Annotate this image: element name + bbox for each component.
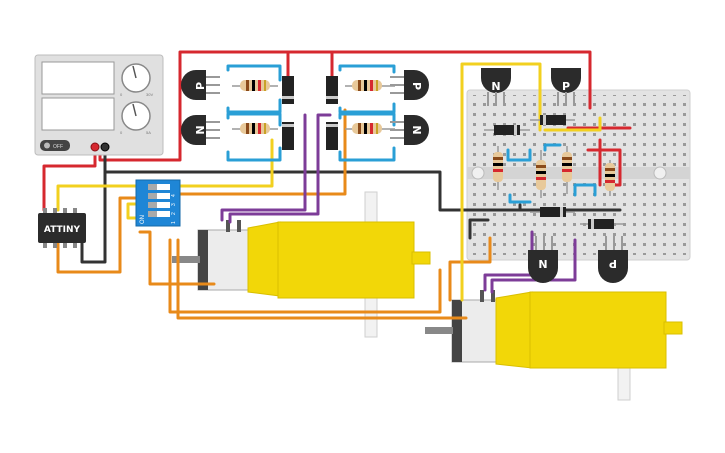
transistor-bb-top-n[interactable]: N <box>481 68 511 106</box>
dip-number: 2 <box>171 212 177 215</box>
resistor-left-top[interactable] <box>232 80 278 91</box>
transistor-label: P <box>609 257 617 270</box>
diode-left-top[interactable] <box>282 76 294 104</box>
negative-terminal[interactable] <box>100 142 110 152</box>
transistor-left-n[interactable]: N <box>181 115 220 145</box>
current-display <box>41 97 115 131</box>
diode-bb-3[interactable] <box>530 207 575 217</box>
dip-slot[interactable] <box>148 211 170 217</box>
diode-bb-1[interactable] <box>484 125 530 135</box>
wires-black <box>80 146 622 264</box>
voltage-display <box>41 61 115 95</box>
transistor-label: P <box>410 82 423 90</box>
diode-bb-2[interactable] <box>530 115 575 125</box>
dip-slot[interactable] <box>148 193 170 199</box>
wires-blue <box>226 64 597 204</box>
dip-number: 1 <box>171 221 177 224</box>
knob-label: 30V <box>146 92 153 97</box>
dc-motor-left[interactable] <box>172 191 431 338</box>
transistor-label: N <box>538 258 547 271</box>
knob-label: 0 <box>120 92 123 97</box>
transistor-label: N <box>410 125 423 134</box>
transistor-left-p[interactable]: P <box>181 70 220 100</box>
dip-on-label: ON <box>140 215 146 224</box>
resistor-left-bottom[interactable] <box>232 123 278 134</box>
positive-terminal[interactable] <box>90 142 100 152</box>
power-button-label: OFF <box>53 144 63 150</box>
dip-number: 4 <box>171 194 177 197</box>
resistor-bb-3[interactable] <box>562 146 572 194</box>
diode-right-bottom[interactable] <box>326 122 338 150</box>
diode-right-top[interactable] <box>326 76 338 104</box>
wires-orange <box>56 108 492 320</box>
transistor-bb-bottom-n[interactable]: N <box>528 236 558 283</box>
power-supply: 0 30V 0 5A OFF <box>34 54 164 156</box>
resistor-right-bottom[interactable] <box>345 123 395 134</box>
knob-label: 0 <box>120 130 123 135</box>
transistor-label: N <box>491 80 500 93</box>
dip-slot[interactable] <box>148 184 170 190</box>
resistor-bb-2[interactable] <box>536 150 546 198</box>
transistor-label: N <box>194 125 207 134</box>
dip-slot[interactable] <box>148 202 170 208</box>
transistor-bb-bottom-p[interactable]: P <box>598 236 628 283</box>
transistor-right-p[interactable]: P <box>390 70 429 100</box>
dip-switch[interactable]: ON 1 2 3 4 <box>135 179 181 227</box>
resistor-bb-4[interactable] <box>605 160 615 196</box>
dip-number: 3 <box>171 203 177 206</box>
breadboard <box>466 89 691 261</box>
transistor-right-n[interactable]: N <box>390 115 429 145</box>
resistor-bb-1[interactable] <box>493 146 503 190</box>
diode-left-bottom[interactable] <box>282 122 294 150</box>
transistor-label: P <box>194 82 207 90</box>
dc-motor-right[interactable] <box>425 290 683 401</box>
attiny-chip[interactable]: ATTINY <box>38 208 86 248</box>
transistor-label: P <box>562 80 570 93</box>
knob-label: 5A <box>146 130 151 135</box>
attiny-label: ATTINY <box>44 225 81 235</box>
resistor-right-top[interactable] <box>345 80 395 91</box>
transistor-bb-top-p[interactable]: P <box>551 68 581 106</box>
diode-bb-4[interactable] <box>580 219 625 229</box>
